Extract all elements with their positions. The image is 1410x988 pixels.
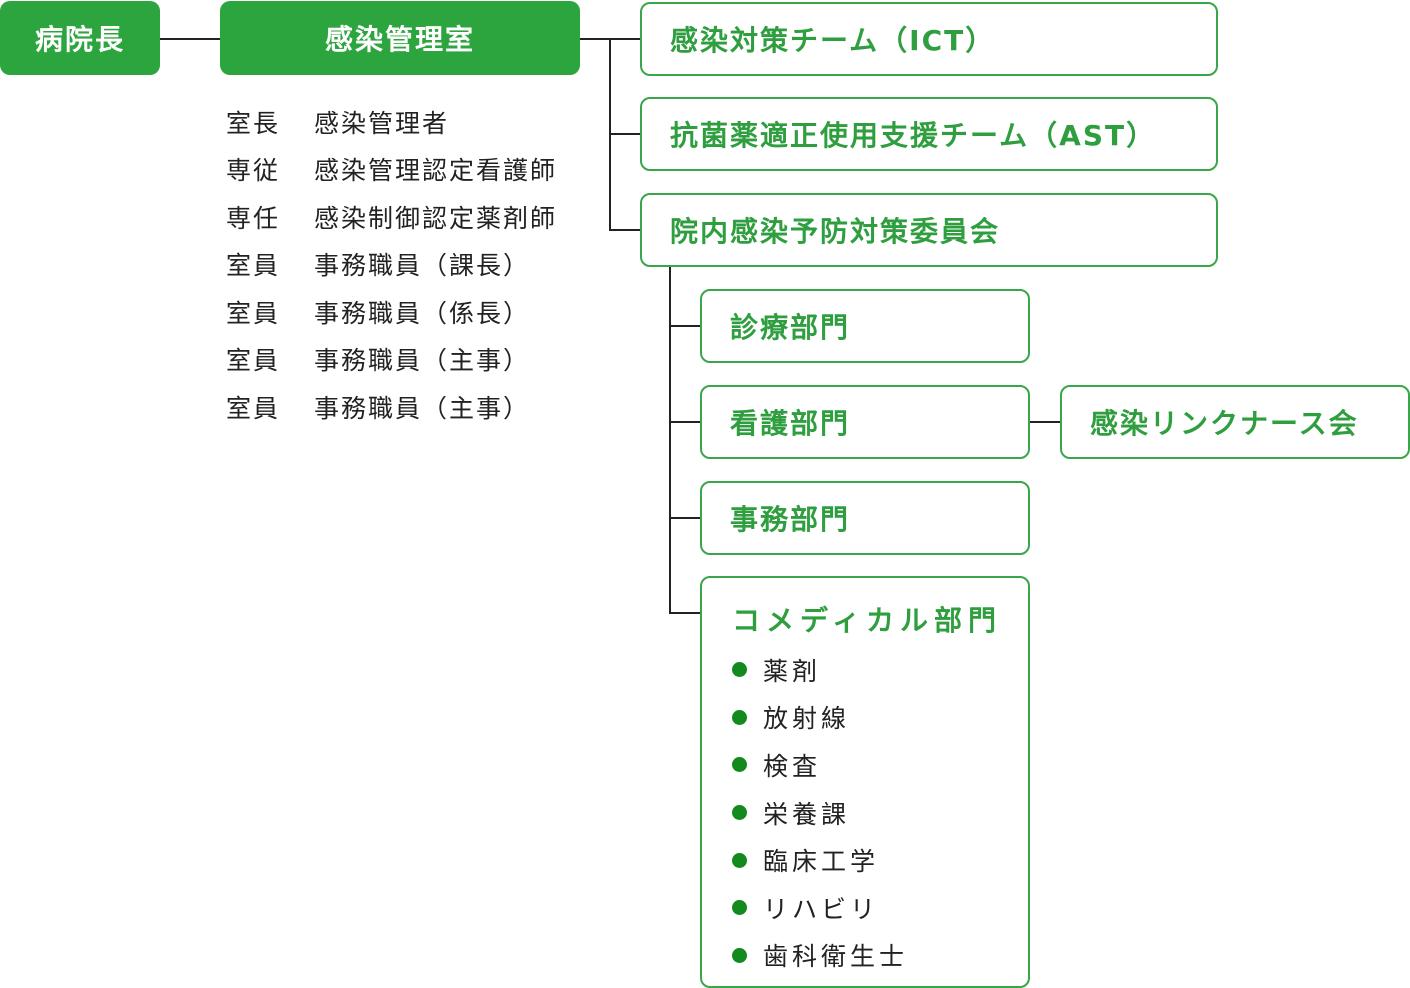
ict-team-label: 感染対策チーム（ICT） xyxy=(670,24,996,57)
list-item: 検査 xyxy=(732,741,908,789)
staff-name: 感染制御認定薬剤師 xyxy=(314,203,558,233)
infection-control-office-box: 感染管理室 xyxy=(220,1,580,75)
staff-role: 専任 xyxy=(226,203,281,233)
comedical-dept-label: コメディカル部門 xyxy=(732,604,1003,637)
connector-to-ict xyxy=(609,38,641,40)
connector-to-comedical xyxy=(669,612,701,614)
item-label: 栄養課 xyxy=(763,799,851,829)
connector-dept-trunk xyxy=(669,267,671,614)
list-item: 臨床工学 xyxy=(732,836,908,884)
list-item: 歯科衛生士 xyxy=(732,932,908,980)
medical-dept-label: 診療部門 xyxy=(730,311,851,344)
bullet-icon xyxy=(732,662,747,678)
item-label: 検査 xyxy=(763,751,822,781)
ast-team-box: 抗菌薬適正使用支援チーム（AST） xyxy=(640,97,1218,171)
connector-to-admin xyxy=(669,517,701,519)
staff-row: 室長 感染管理者 xyxy=(226,98,557,146)
link-nurse-label: 感染リンクナース会 xyxy=(1090,407,1359,440)
staff-row: 室員 事務職員（主事） xyxy=(226,336,557,384)
link-nurse-box: 感染リンクナース会 xyxy=(1060,385,1410,459)
bullet-icon xyxy=(732,757,747,773)
connector-to-committee xyxy=(609,229,641,231)
staff-row: 室員 事務職員（係長） xyxy=(226,288,557,336)
office-staff-list: 室長 感染管理者 専従 感染管理認定看護師 専任 感染制御認定薬剤師 室員 事務職員（課… xyxy=(226,98,557,431)
staff-name: 事務職員（係長） xyxy=(314,298,531,328)
ict-team-box: 感染対策チーム（ICT） xyxy=(640,2,1218,76)
staff-name: 感染管理認定看護師 xyxy=(314,156,558,186)
bullet-icon xyxy=(732,852,747,868)
connector-to-ast xyxy=(609,133,641,135)
staff-row: 室員 事務職員（主事） xyxy=(226,383,557,431)
admin-dept-label: 事務部門 xyxy=(730,503,851,536)
committee-label: 院内感染予防対策委員会 xyxy=(670,215,1001,248)
staff-name: 事務職員（主事） xyxy=(314,393,531,423)
infection-prevention-committee-box: 院内感染予防対策委員会 xyxy=(640,193,1218,267)
staff-name: 事務職員（課長） xyxy=(314,251,531,281)
comedical-dept-box: コメディカル部門 薬剤 放射線 検査 栄養課 臨床工学 リハビリ 歯科衛生士 xyxy=(700,576,1030,988)
staff-role: 室員 xyxy=(226,393,281,423)
admin-dept-box: 事務部門 xyxy=(700,481,1030,555)
item-label: 歯科衛生士 xyxy=(763,942,909,972)
list-item: 放射線 xyxy=(732,694,908,742)
ast-team-label: 抗菌薬適正使用支援チーム（AST） xyxy=(670,119,1157,152)
list-item: 薬剤 xyxy=(732,646,908,694)
nursing-dept-box: 看護部門 xyxy=(700,385,1030,459)
item-label: 薬剤 xyxy=(763,656,822,686)
connector-to-nursing xyxy=(669,421,701,423)
staff-role: 室員 xyxy=(226,346,281,376)
item-label: 臨床工学 xyxy=(763,847,880,877)
connector-director-office xyxy=(160,38,220,40)
staff-role: 室員 xyxy=(226,298,281,328)
item-label: 放射線 xyxy=(763,704,851,734)
director-label: 病院長 xyxy=(34,23,125,56)
staff-row: 室員 事務職員（課長） xyxy=(226,241,557,289)
bullet-icon xyxy=(732,805,747,821)
connector-nursing-linknurse xyxy=(1029,421,1061,423)
bullet-icon xyxy=(732,947,747,963)
list-item: リハビリ xyxy=(732,884,908,932)
bullet-icon xyxy=(732,709,747,725)
staff-row: 専任 感染制御認定薬剤師 xyxy=(226,193,557,241)
staff-name: 事務職員（主事） xyxy=(314,346,531,376)
director-box: 病院長 xyxy=(0,1,160,75)
staff-name: 感染管理者 xyxy=(314,108,450,138)
connector-to-medical xyxy=(669,325,701,327)
staff-role: 室員 xyxy=(226,251,281,281)
list-item: 栄養課 xyxy=(732,789,908,837)
medical-dept-box: 診療部門 xyxy=(700,289,1030,363)
bullet-icon xyxy=(732,900,747,916)
staff-role: 室長 xyxy=(226,108,281,138)
office-label: 感染管理室 xyxy=(324,23,475,56)
nursing-dept-label: 看護部門 xyxy=(730,407,851,440)
connector-office-out xyxy=(580,38,610,40)
comedical-item-list: 薬剤 放射線 検査 栄養課 臨床工学 リハビリ 歯科衛生士 xyxy=(732,646,908,979)
item-label: リハビリ xyxy=(763,894,880,924)
staff-role: 専従 xyxy=(226,156,281,186)
staff-row: 専従 感染管理認定看護師 xyxy=(226,146,557,194)
